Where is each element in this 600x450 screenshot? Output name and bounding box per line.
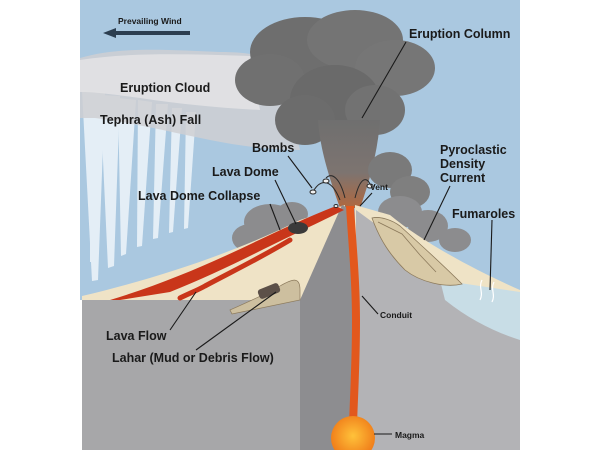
label-lava-dome: Lava Dome bbox=[212, 165, 279, 179]
fumarole-ground-water bbox=[440, 280, 520, 340]
left-bedrock bbox=[82, 300, 300, 450]
eruption-column-plume bbox=[235, 10, 435, 208]
magma-chamber bbox=[331, 416, 375, 450]
label-tephra-fall: Tephra (Ash) Fall bbox=[100, 113, 201, 127]
left-slope-surface bbox=[82, 205, 345, 300]
lahar-debris bbox=[257, 283, 281, 299]
right-bedrock bbox=[356, 210, 520, 450]
tephra-fall-streaks bbox=[82, 90, 196, 281]
prevailing-wind-arrow bbox=[103, 28, 190, 38]
label-eruption-cloud: Eruption Cloud bbox=[120, 81, 210, 95]
label-magma: Magma bbox=[395, 430, 425, 440]
label-vent: Vent bbox=[370, 182, 388, 192]
label-pyroclastic-line1: Pyroclastic bbox=[440, 143, 507, 157]
label-bombs: Bombs bbox=[252, 141, 294, 155]
label-pyroclastic-line2: Density bbox=[440, 157, 485, 171]
pyroclastic-deposit-texture bbox=[377, 221, 437, 273]
label-lava-dome-collapse: Lava Dome Collapse bbox=[138, 189, 260, 203]
label-pointers bbox=[169, 41, 493, 435]
cone-left-wall bbox=[300, 205, 352, 450]
label-lava-flow: Lava Flow bbox=[106, 329, 167, 343]
fumarole-wisps bbox=[479, 279, 495, 303]
lava-dome-shape bbox=[288, 222, 308, 234]
label-conduit: Conduit bbox=[380, 310, 412, 320]
conduit-shape bbox=[346, 206, 360, 425]
label-pyroclastic-line3: Current bbox=[440, 171, 486, 185]
volcanic-bombs bbox=[309, 175, 374, 208]
lava-flows bbox=[110, 206, 344, 301]
label-fumaroles: Fumaroles bbox=[452, 207, 515, 221]
label-lahar: Lahar (Mud or Debris Flow) bbox=[112, 351, 274, 365]
label-eruption-column: Eruption Column bbox=[409, 27, 510, 41]
label-prevailing-wind: Prevailing Wind bbox=[118, 16, 182, 26]
